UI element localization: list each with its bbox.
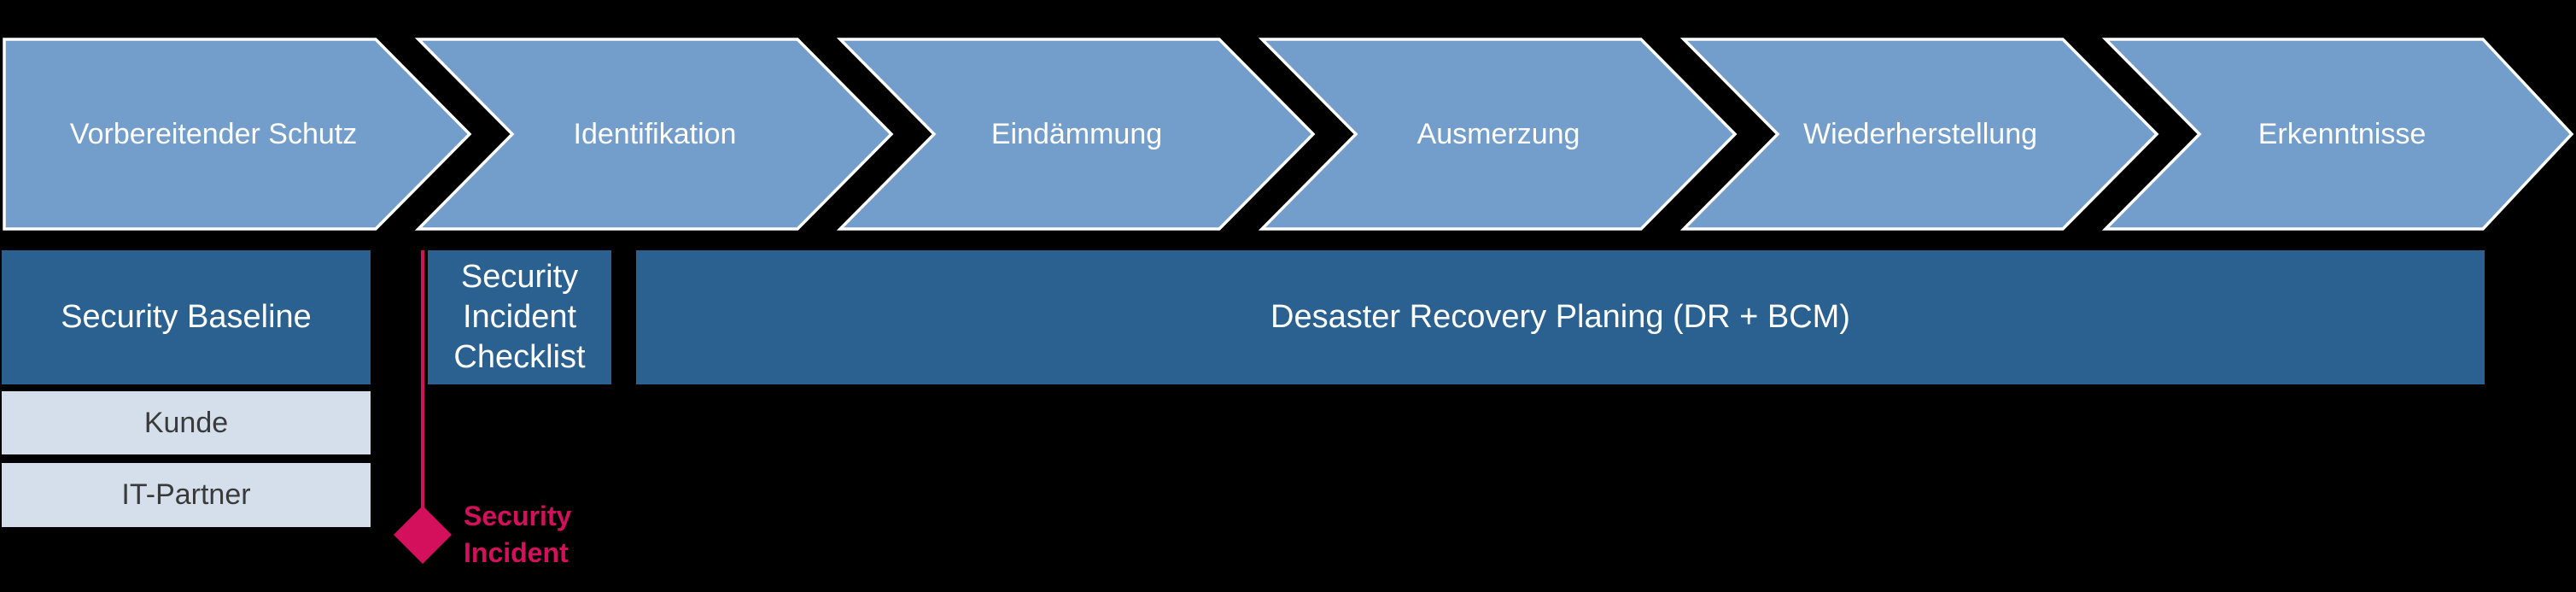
chevron-shape-eindaemmung <box>836 38 1316 231</box>
chevron-shape-ausmerzung <box>1258 38 1738 231</box>
security-incident-diamond-icon <box>394 506 452 564</box>
security-incident-milestone-label: Security Incident <box>464 501 572 568</box>
chevron-shape-vorbereitender-schutz <box>3 38 472 231</box>
security-incident-checklist-label: Security Incident Checklist <box>453 259 586 375</box>
it-partner-box: IT-Partner <box>2 463 371 527</box>
chevron-shape-erkenntnisse <box>2101 38 2574 231</box>
chevron-shape-identifikation <box>414 38 894 231</box>
disaster-recovery-planning-box: Desaster Recovery Planing (DR + BCM) <box>636 250 2485 384</box>
chevron-shape-wiederherstellung <box>1679 38 2159 231</box>
kunde-box: Kunde <box>2 391 371 454</box>
security-incident-checklist-box: Security Incident Checklist <box>428 250 611 384</box>
security-baseline-box: Security Baseline <box>2 250 371 384</box>
